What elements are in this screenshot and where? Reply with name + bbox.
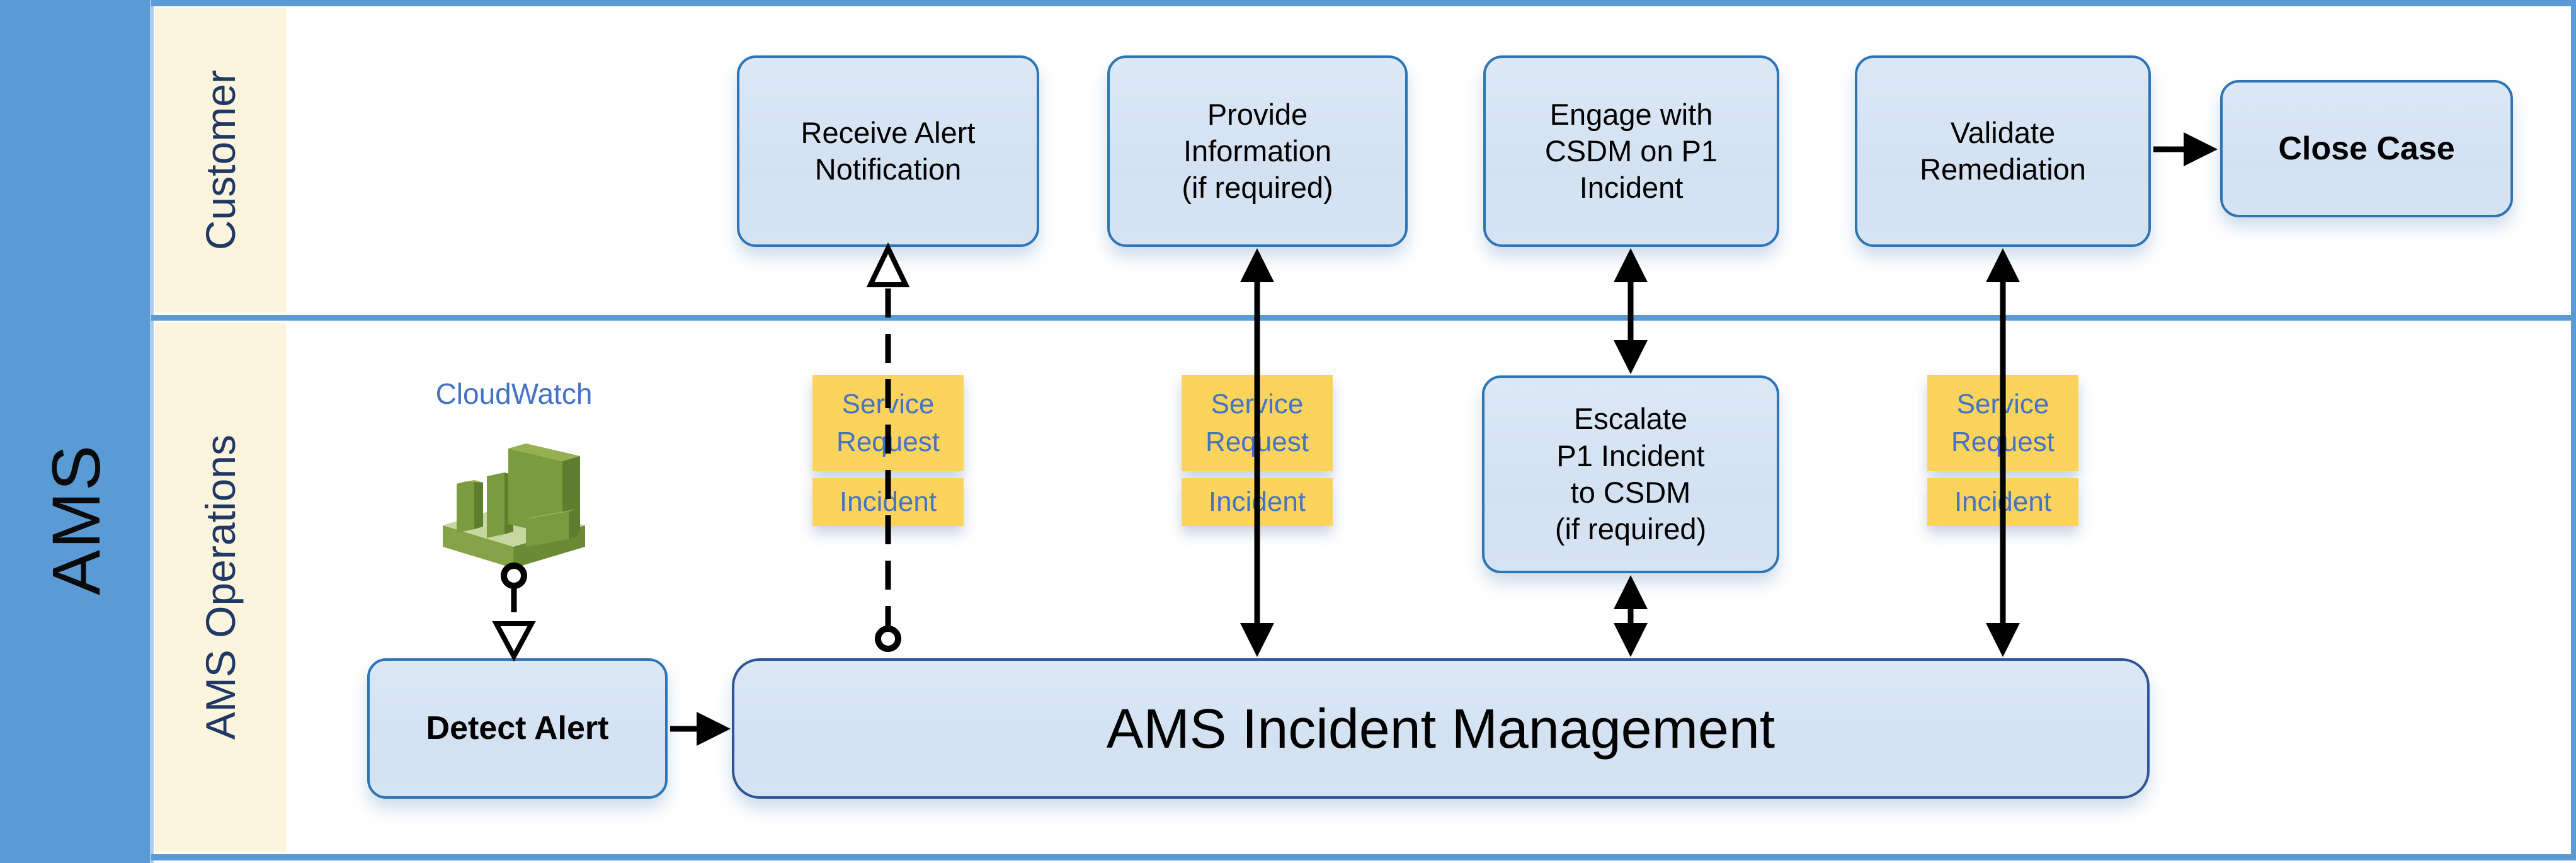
connector-receive-alert-dashed <box>866 242 910 652</box>
lane-label-ams-operations: AMS Operations <box>155 323 286 852</box>
connector-escalate-incident-mgmt-double-arrow <box>1614 575 1648 657</box>
node-validate-remediation: Validate Remediation <box>1855 55 2151 247</box>
node-text: Notification <box>814 152 962 186</box>
node-escalate-p1-incident: Escalate P1 Incident to CSDM (if require… <box>1482 375 1779 573</box>
connector-cloudwatch-to-detect-alert <box>492 563 536 662</box>
node-receive-alert-notification: Receive Alert Notification <box>737 55 1039 247</box>
node-text: (if required) <box>1554 512 1707 546</box>
node-text: Information <box>1183 134 1332 168</box>
frame-right-line <box>2571 0 2576 860</box>
cloudwatch-icon <box>443 443 585 568</box>
node-provide-information: Provide Information (if required) <box>1107 55 1408 247</box>
connector-provide-information-double-arrow <box>1240 248 1274 657</box>
node-text: Detect Alert <box>426 710 609 747</box>
node-close-case: Close Case <box>2220 80 2513 217</box>
node-text: Engage with <box>1549 97 1713 131</box>
node-text: (if required) <box>1182 171 1333 205</box>
node-text: P1 Incident <box>1556 438 1705 472</box>
node-text: Close Case <box>2278 130 2455 167</box>
node-engage-with-csdm: Engage with CSDM on P1 Incident <box>1483 55 1779 247</box>
frame-bottom-line <box>151 854 2576 860</box>
connector-detect-to-incident-mgmt <box>670 712 731 746</box>
frame-top-line <box>151 0 2576 6</box>
node-text: CSDM on P1 <box>1544 134 1718 168</box>
cloudwatch-label: CloudWatch <box>435 377 593 410</box>
lane-separator-line <box>151 315 2576 321</box>
connector-validate-to-close-case <box>2153 132 2218 166</box>
node-ams-incident-management: AMS Incident Management <box>732 658 2150 799</box>
node-text: Validate <box>1950 115 2056 149</box>
connector-validate-remediation-double-arrow <box>1986 248 2020 657</box>
connector-engage-escalate-double-arrow <box>1614 248 1648 374</box>
node-text: Escalate <box>1573 402 1688 436</box>
lane-label-customer: Customer <box>155 8 286 312</box>
node-text: AMS Incident Management <box>1106 697 1775 760</box>
node-text: Incident <box>1579 171 1684 205</box>
org-bar-divider <box>150 0 154 863</box>
node-text: Receive Alert <box>801 115 976 149</box>
org-bar: AMS <box>0 0 151 863</box>
node-text: to CSDM <box>1570 476 1691 509</box>
node-text: Provide <box>1207 97 1308 131</box>
node-detect-alert: Detect Alert <box>367 658 668 799</box>
node-text: Remediation <box>1920 152 2086 186</box>
